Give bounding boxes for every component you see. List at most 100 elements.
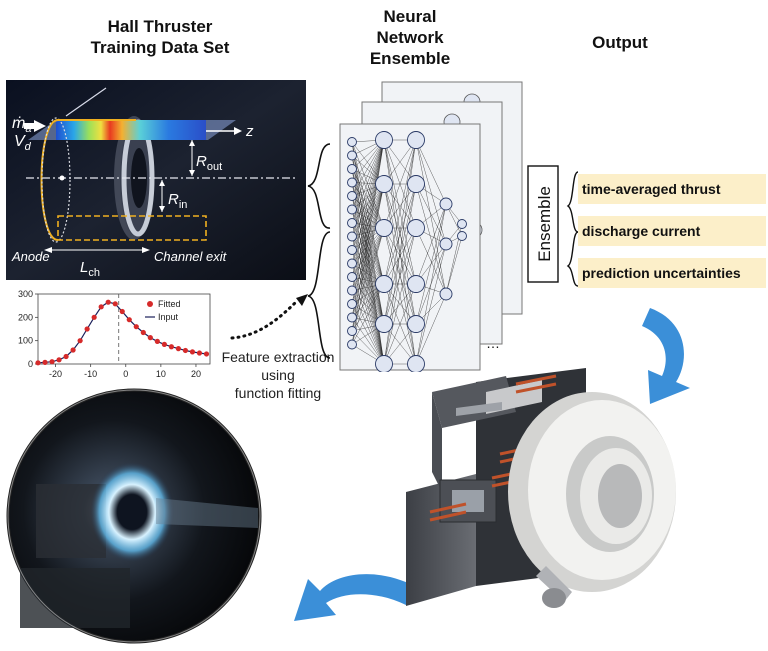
neuron: [439, 287, 453, 301]
neuron: [347, 312, 357, 323]
network-edge: [351, 227, 385, 332]
fitted-point: [70, 347, 76, 353]
network-edge: [351, 139, 385, 210]
feature-extraction-label: Feature extraction using function fittin…: [212, 348, 344, 402]
neuron: [375, 315, 393, 333]
network-edge: [415, 183, 447, 295]
fitted-point: [189, 349, 196, 355]
x-tick-label: -20: [49, 369, 62, 379]
neuron: [347, 245, 357, 255]
network-edge: [351, 183, 385, 264]
output-uncertainties: prediction uncertainties: [578, 258, 766, 288]
y-tick-label: 100: [18, 336, 33, 346]
ensemble-label: Ensemble: [535, 186, 554, 262]
network-edge: [351, 141, 385, 229]
fitted-point: [98, 304, 104, 310]
network-edge: [383, 139, 417, 325]
network-edge: [351, 168, 385, 229]
network-edge: [383, 183, 417, 285]
neuron: [407, 131, 425, 149]
series-fitted-points: [35, 299, 210, 366]
fitted-point: [49, 359, 55, 365]
network-edge: [351, 183, 385, 237]
network-edge: [351, 183, 385, 305]
network-edge: [351, 139, 385, 291]
network-edge: [383, 139, 417, 185]
legend-fitted-marker: [147, 301, 153, 307]
neuron: [347, 218, 357, 228]
plot-area: [37, 293, 211, 365]
fitted-point: [147, 335, 153, 341]
network-edge: [383, 227, 417, 285]
neuron: [347, 258, 357, 269]
network-edge: [383, 183, 417, 229]
neuron: [375, 275, 393, 293]
mdot-label: ṁa: [12, 115, 31, 135]
neuron: [347, 164, 357, 174]
fitted-point: [42, 359, 48, 365]
neuron: [347, 339, 357, 350]
fitted-point: [133, 324, 139, 330]
output-thrust: time-averaged thrust: [578, 174, 766, 204]
neuron: [375, 355, 393, 372]
output-discharge-current: discharge current: [578, 216, 766, 246]
thruster-schematic: ṁa Vd z Rout Rin Anode Lch Channel exit: [6, 80, 306, 280]
network-edge: [383, 227, 417, 325]
blue-arrow-left: [294, 574, 420, 621]
neuron: [347, 150, 357, 161]
neuron: [457, 219, 467, 229]
network-edge: [351, 139, 385, 318]
channel-exit-label: Channel exit: [154, 249, 228, 264]
neural-network-ensemble: …: [307, 81, 523, 372]
x-tick-label: 10: [156, 369, 166, 379]
network-edge: [351, 283, 385, 332]
network-edge: [351, 227, 385, 305]
neuron: [347, 191, 357, 201]
fitted-point: [182, 347, 189, 354]
network-edge: [351, 139, 385, 224]
network-edge: [351, 155, 385, 285]
network-edge: [445, 235, 463, 295]
neuron: [347, 285, 357, 296]
neuron: [407, 175, 425, 193]
neuron: [407, 355, 425, 372]
y-tick-label: 300: [18, 289, 33, 299]
fitted-point: [126, 317, 132, 323]
thruster-3d-model: [406, 368, 676, 608]
fitted-point: [196, 350, 203, 356]
neuron: [439, 197, 453, 211]
blue-arrow-down: [642, 308, 690, 404]
neuron: [347, 204, 357, 215]
neuron: [347, 326, 357, 336]
network-edge: [351, 139, 385, 251]
network-edge: [383, 183, 417, 365]
ensemble-bracket: Ensemble: [527, 165, 579, 287]
network-edge: [383, 283, 417, 365]
neuron: [347, 231, 357, 242]
neuron: [457, 231, 467, 241]
network-edge: [351, 227, 385, 291]
network-edge: [351, 139, 385, 332]
neuron: [375, 219, 393, 237]
neuron: [347, 177, 357, 188]
neuron: [375, 175, 393, 193]
network-edge: [351, 227, 385, 278]
neuron: [407, 219, 425, 237]
network-edge: [351, 183, 385, 332]
network-edge: [415, 139, 447, 205]
rin-label: Rin: [168, 191, 187, 211]
z-axis-label: z: [245, 123, 254, 140]
legend-input: Input: [158, 312, 179, 322]
neuron: [347, 299, 357, 309]
chart-legend: Fitted Input: [145, 299, 181, 322]
network-edge: [415, 203, 447, 365]
rout-label: Rout: [196, 153, 222, 173]
fitted-point: [35, 360, 41, 366]
fitted-point: [154, 338, 160, 344]
output-title: Output: [592, 33, 648, 52]
vd-label: Vd: [14, 133, 32, 153]
network-edge: [415, 227, 447, 295]
network-edge: [415, 203, 447, 325]
